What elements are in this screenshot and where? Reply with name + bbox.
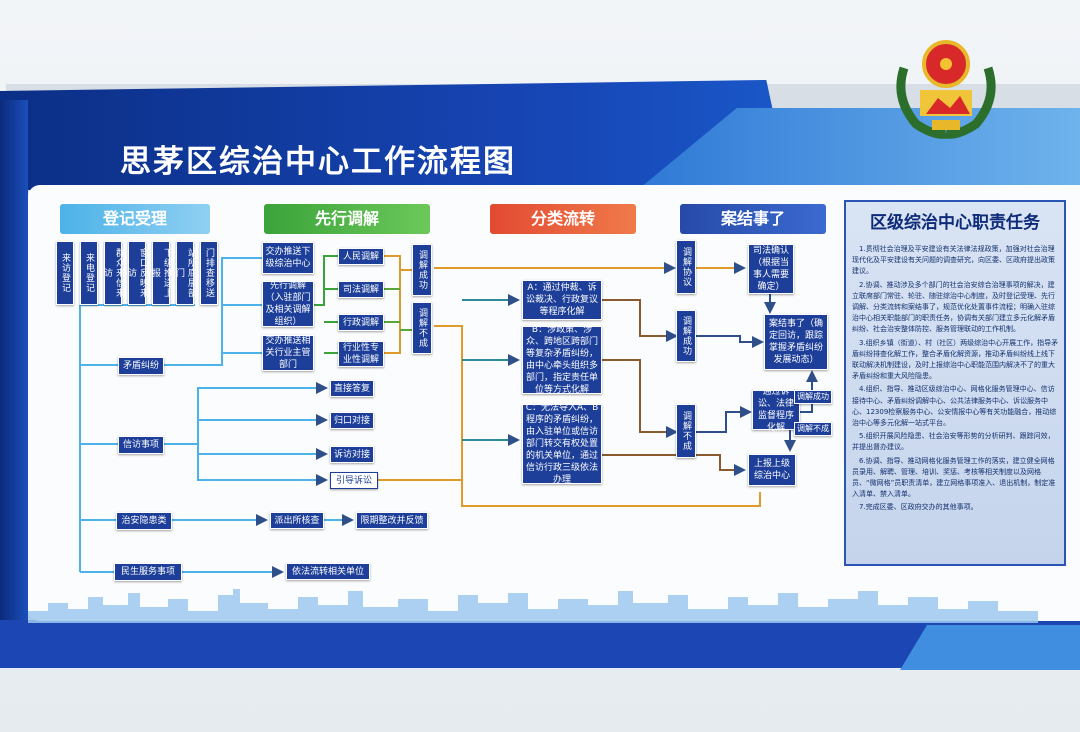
transfer-option-c: C：无法导入A、B程序的矛盾纠纷，由入驻单位或信访部门转交有权处置的机关单位，通… (522, 403, 602, 485)
tag-mediation-success: 调解成功 (794, 390, 832, 404)
section-header-mediate: 先行调解 (264, 204, 430, 234)
section-header-register: 登记受理 (60, 204, 210, 234)
board-bottom-band (0, 620, 1080, 668)
petition-guide-litigation: 引导诉讼 (330, 472, 378, 489)
duties-panel: 区级综治中心职责任务 1.贯彻社会治理及平安建设有关法律法规政策，加强对社会治理… (844, 200, 1066, 566)
mediation-administrative: 行政调解 (338, 314, 384, 331)
duty-item: 3.组织乡镇（街道）、村（社区）两级综治中心开展工作，指导矛盾纠纷排查化解工作，… (852, 338, 1059, 381)
mediation-result-fail: 调解不成 (412, 302, 432, 354)
push-lower-center: 交办推送下级综治中心 (262, 242, 314, 274)
duty-item: 1.贯彻社会治理及平安建设有关法律法规政策，加强对社会治理现代化及平安建设有关问… (852, 245, 1055, 276)
tag-mediation-fail: 调解不成 (794, 422, 832, 436)
source-phone-register: 来电登记 (80, 241, 98, 305)
source-lower-push: 下级推送上报 (150, 241, 172, 305)
source-department-screening: 门排查移送 (200, 241, 218, 305)
transfer-option-b: B：涉政策、涉众、跨地区跨部门等复杂矛盾纠纷，由中心牵头组织多部门，指定责任单位… (522, 325, 602, 395)
page-title: 思茅区综治中心工作流程图 (120, 144, 516, 180)
close-case-closed: 案结事了（确定回访，跟踪掌握矛盾纠纷发展动态） (764, 314, 828, 370)
push-industry-department: 交办推送相关行业主管部门 (262, 335, 314, 371)
category-livelihood: 民生服务事项 (114, 563, 182, 581)
source-window-report: 窗口反映来访 (126, 241, 148, 305)
duties-title: 区级综治中心职责任务 (870, 213, 1040, 233)
source-letter-visit: 群众来信来访 (102, 241, 124, 305)
mediation-judicial: 司法调解 (338, 281, 384, 298)
category-petition: 信访事项 (118, 436, 164, 454)
duty-item: 6.协调、指导、推动网格化服务管理工作的落实，建立健全网格员录用、解聘、管理、培… (852, 456, 1056, 499)
security-police-check: 派出所核查 (270, 512, 324, 529)
close-judicial-confirm: 司法确认（根据当事人需要确定） (748, 244, 794, 294)
national-emblem-icon (896, 40, 996, 139)
board-top-band (0, 80, 790, 190)
petition-docking: 归口对接 (330, 412, 374, 429)
duty-item: 2.协调、推动涉及多个部门的社会治安综合治理事项的解决，建立联席部门常驻、轮驻、… (852, 280, 1055, 334)
close-mediation-success: 调解成功 (676, 310, 696, 362)
close-mediation-fail: 调解不成 (676, 404, 696, 458)
mediation-people: 人民调解 (338, 248, 384, 265)
petition-litigation-docking: 诉访对接 (330, 446, 374, 463)
mediation-result-success: 调解成功 (412, 244, 432, 296)
transfer-option-a: A：通过仲裁、诉讼裁决、行政复议等程序化解 (522, 280, 602, 320)
close-litigation-process: 通过诉讼、法律监督程序化解 (752, 387, 800, 433)
duties-list: 1.贯彻社会治理及平安建设有关法律法规政策，加强对社会治理现代化及平安建设有关问… (852, 244, 1060, 516)
close-report-upper-center: 上报上级综治中心 (748, 454, 796, 486)
board-left-band (0, 100, 28, 660)
mediation-industry: 行业性专业性调解 (338, 341, 384, 367)
category-conflict: 矛盾纠纷 (118, 357, 164, 375)
duty-item: 7.完成区委、区政府交办的其他事项。 (859, 503, 978, 512)
board-bottom-accent (900, 625, 1080, 670)
category-security: 治安隐患类 (116, 512, 172, 530)
duty-item: 5.组织开展风险隐患、社会治安等形势的分析研判、跟踪问效，并提出督办建议。 (852, 432, 1055, 452)
close-mediation-agreement: 调解协议 (676, 240, 696, 294)
city-skyline-decoration (28, 589, 1038, 623)
petition-direct-reply: 直接答复 (330, 380, 374, 397)
livelihood-transfer: 依法流转相关单位 (286, 563, 370, 580)
section-header-transfer: 分类流转 (490, 204, 636, 234)
security-rectify-feedback: 限期整改并反馈 (356, 512, 428, 529)
push-first-mediation: 先行调解（入驻部门及相关调解组织） (262, 281, 314, 327)
source-station-departments: 站所底层部门 (174, 241, 196, 305)
duty-item: 4.组织、指导、推动区级综治中心、网格化服务管理中心、信访接待中心、矛盾纠纷调解… (852, 385, 1057, 428)
source-visit-register: 来访登记 (56, 241, 74, 305)
section-header-close: 案结事了 (680, 204, 826, 234)
